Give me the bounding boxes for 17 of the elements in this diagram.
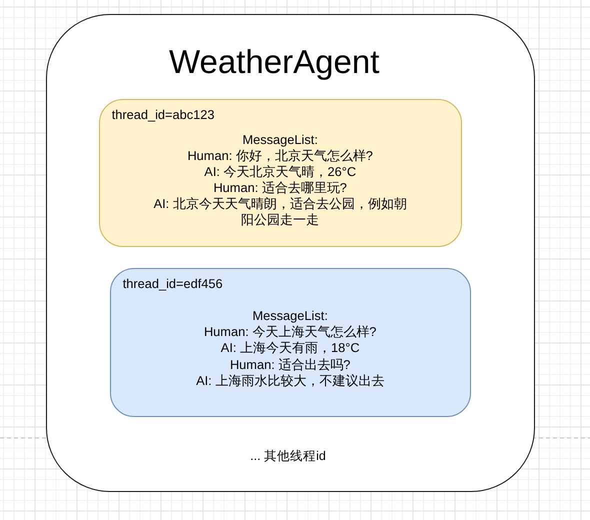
list-heading: MessageList: [241, 132, 319, 148]
message-line: AI: 北京今天天气晴朗，适合去公园，例如朝阳公园走一走 [152, 196, 408, 228]
agent-box [46, 14, 535, 492]
thread-box [110, 268, 471, 417]
message-line: Human: 适合出去吗? [228, 356, 352, 373]
list-heading: MessageList: [251, 308, 329, 324]
message-line: Human: 你好，北京天气怎么样? [186, 148, 374, 164]
thread-id-text: thread_id=abc123 [112, 108, 215, 122]
thread-box [98, 98, 462, 247]
agent-title: WeatherAgent [169, 43, 380, 81]
message-line: AI: 上海今天有雨，18°C [220, 340, 361, 357]
message-line: Human: 今天上海天气怎么样? [202, 324, 378, 340]
message-line: Human: 适合去哪里玩? [212, 180, 348, 196]
thread-id-text: thread_id=edf456 [122, 276, 223, 292]
note-text: ... 其他线程id [250, 449, 326, 463]
message-line: AI: 上海雨水比较大，不建议出去 [195, 372, 386, 390]
message-line: AI: 今天北京天气晴，26°C [203, 164, 358, 180]
